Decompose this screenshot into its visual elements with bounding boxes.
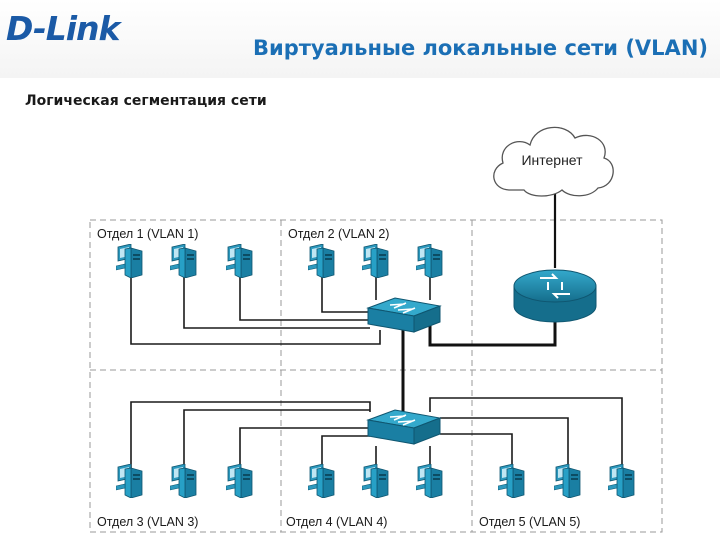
cable xyxy=(239,270,370,321)
computer-icon xyxy=(308,464,335,498)
computer-icon xyxy=(170,244,197,278)
cable xyxy=(440,417,569,470)
cable xyxy=(183,409,370,470)
header-band xyxy=(0,0,720,78)
dept-5-label: Отдел 5 (VLAN 5) xyxy=(479,515,580,529)
computer-icon xyxy=(608,464,635,498)
cable xyxy=(183,270,370,329)
dept-4-label: Отдел 4 (VLAN 4) xyxy=(286,515,387,529)
computer-icon xyxy=(554,464,581,498)
computer-icon xyxy=(416,244,443,278)
computer-icon xyxy=(308,244,335,278)
computer-icon xyxy=(362,244,389,278)
dlink-logo: D-Link xyxy=(6,8,120,48)
cloud-icon xyxy=(493,126,614,197)
cable xyxy=(321,270,370,313)
router-link xyxy=(428,320,557,347)
computer-icon xyxy=(226,244,253,278)
cable xyxy=(429,397,623,470)
dept-2-label: Отдел 2 (VLAN 2) xyxy=(288,227,389,241)
computer-icon xyxy=(362,464,389,498)
cable xyxy=(321,435,370,470)
switch-icon xyxy=(366,297,442,333)
internet-label: Интернет xyxy=(521,152,583,168)
switch-icon xyxy=(366,409,442,445)
dept-1-label: Отдел 1 (VLAN 1) xyxy=(97,227,198,241)
cables xyxy=(130,270,623,470)
slide-title: Виртуальные локальные сети (VLAN) xyxy=(253,36,708,60)
cable xyxy=(239,427,370,470)
cable xyxy=(440,433,513,470)
router-icon xyxy=(513,269,597,323)
dept-3-label: Отдел 3 (VLAN 3) xyxy=(97,515,198,529)
cable xyxy=(130,401,371,470)
computer-icon xyxy=(116,244,143,278)
computer-icon xyxy=(116,464,143,498)
slide-subtitle: Логическая сегментация сети xyxy=(25,93,267,109)
zone-grid xyxy=(89,219,663,533)
computer-icon xyxy=(498,464,525,498)
backbone-links xyxy=(401,320,557,414)
computer-icon xyxy=(170,464,197,498)
computer-icon xyxy=(416,464,443,498)
cable xyxy=(130,270,381,345)
computer-icon xyxy=(226,464,253,498)
